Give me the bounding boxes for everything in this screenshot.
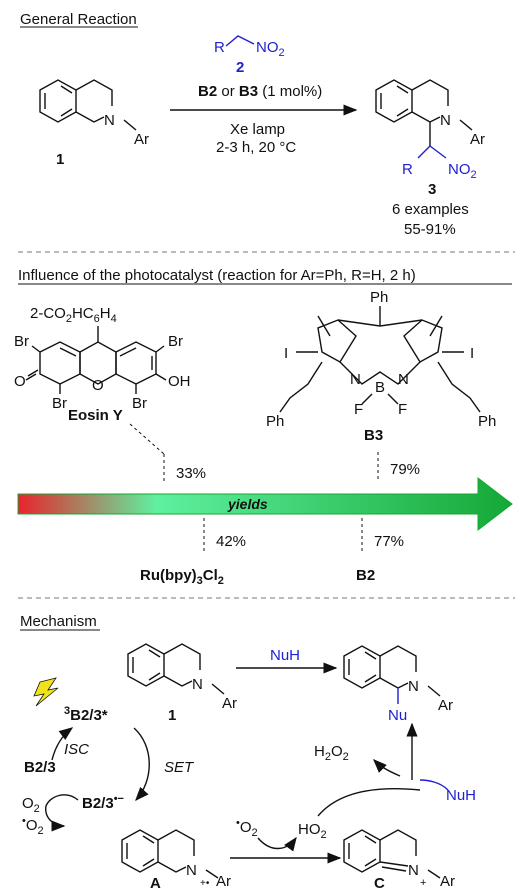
substrate-number: 1 <box>56 151 64 168</box>
h2o2-release-arrow <box>373 759 401 777</box>
iminium-c-plus: + <box>420 877 426 888</box>
b3-name: B3 <box>364 427 383 444</box>
yields-arrow-label: yields <box>227 496 268 512</box>
examples-count: 6 examples <box>392 201 469 218</box>
light-bolt-icon <box>33 677 59 707</box>
photocatalyst-influence-section: Influence of the photocatalyst (reaction… <box>14 267 513 587</box>
mech-product-n: N <box>408 678 419 695</box>
product-number: 3 <box>428 181 436 198</box>
eosin-ring-o: O <box>92 377 104 394</box>
product-r: R <box>402 161 413 178</box>
reagent-nitro: NO2 <box>256 39 285 59</box>
mech-product-nu: Nu <box>388 707 407 724</box>
b3-iodine-2: I <box>470 345 474 362</box>
iminium-c-ar: Ar <box>440 873 455 888</box>
intermediate-a-label: A <box>150 875 161 888</box>
isc-arrow <box>51 727 74 761</box>
nuh-reagent-side: NuH <box>446 787 476 804</box>
iminium-c-structure <box>343 829 441 879</box>
b2-yield: 77% <box>374 533 404 550</box>
b3-bodipy-structure <box>279 306 481 413</box>
eosin-leader <box>129 423 165 455</box>
nuh-side-curve <box>419 779 449 791</box>
nuh-reagent-top: NuH <box>270 647 300 664</box>
mech-product-ar: Ar <box>438 697 453 714</box>
ru-name: Ru(bpy)3Cl2 <box>140 567 224 587</box>
b3-nitrogen-1: N <box>350 371 361 388</box>
reagent-r: R <box>214 39 225 56</box>
b3-styryl-phenyl-2: Ph <box>478 413 496 430</box>
eosin-br-3: Br <box>52 395 67 412</box>
hydrogen-peroxide: H2O2 <box>314 743 349 763</box>
eosin-name: Eosin Y <box>68 407 123 424</box>
lamp-condition: Xe lamp <box>230 121 285 138</box>
isc-label: ISC <box>64 741 89 758</box>
mech-substrate-ar: Ar <box>222 695 237 712</box>
general-reaction-heading: General Reaction <box>20 11 137 28</box>
oxygen-reduction-arrow <box>45 794 79 832</box>
catalyst-line: B2 or B3 (1 mol%) <box>198 83 322 100</box>
eosin-yield: 33% <box>176 465 206 482</box>
intermediate-a-radical-cation: +• <box>200 878 210 888</box>
oxygen-molecule: O2 <box>22 795 40 815</box>
excited-catalyst: 3B2/3* <box>64 705 108 724</box>
time-temp-condition: 2-3 h, 20 °C <box>216 139 296 156</box>
general-reaction-section: General Reaction N Ar 1 R NO2 2 B2 or B3… <box>20 11 485 238</box>
hydroperoxyl: HO2 <box>298 821 327 841</box>
product-n-atom: N <box>440 112 451 129</box>
mech-substrate-n: N <box>192 676 203 693</box>
b3-iodine-1: I <box>284 345 288 362</box>
ground-catalyst: B2/3 <box>24 759 56 776</box>
eosin-br-4: Br <box>132 395 147 412</box>
b3-fluorine-2: F <box>398 401 407 418</box>
mechanism-product <box>343 645 441 704</box>
substrate-ar-group: Ar <box>134 131 149 148</box>
iminium-c-n: N <box>408 862 419 879</box>
product-ar-group: Ar <box>470 131 485 148</box>
eosin-br-1: Br <box>14 333 29 350</box>
b3-boron: B <box>375 379 385 396</box>
eosin-y-structure <box>25 326 167 394</box>
b3-nitrogen-2: N <box>398 371 409 388</box>
set-label: SET <box>164 759 195 776</box>
b3-yield: 79% <box>390 461 420 478</box>
substrate-n-atom: N <box>104 112 115 129</box>
yield-range: 55-91% <box>404 221 456 238</box>
superoxide-left: •O2 <box>22 815 44 837</box>
set-arrow <box>133 727 150 802</box>
b3-styryl-phenyl-1: Ph <box>266 413 284 430</box>
reagent-number: 2 <box>236 59 244 76</box>
b3-fluorine-1: F <box>354 401 363 418</box>
product-nitro: NO2 <box>448 161 477 181</box>
eosin-br-2: Br <box>168 333 183 350</box>
b2-name: B2 <box>356 567 375 584</box>
yields-arrow <box>17 476 513 532</box>
influence-heading: Influence of the photocatalyst (reaction… <box>18 267 416 284</box>
intermediate-c-label: C <box>374 875 385 888</box>
product-structure <box>375 79 473 159</box>
eosin-oh: OH <box>168 373 191 390</box>
mechanism-substrate <box>127 643 225 695</box>
intermediate-a-structure <box>121 829 219 879</box>
substrate-tetrahydroisoquinoline <box>39 79 137 131</box>
hydroperoxide-curve <box>317 787 421 817</box>
superoxide-arc <box>257 836 297 852</box>
b3-meso-phenyl: Ph <box>370 289 388 306</box>
ru-yield: 42% <box>216 533 246 550</box>
mechanism-section: Mechanism N Ar 1 NuH N <box>20 613 476 888</box>
eosin-substituent: 2-CO2HC6H4 <box>30 305 117 325</box>
superoxide-mid: •O2 <box>236 817 258 839</box>
eosin-carbonyl-o: O <box>14 373 26 390</box>
mechanism-heading: Mechanism <box>20 613 97 630</box>
radical-anion-catalyst: B2/3•− <box>82 793 124 812</box>
mech-substrate-number: 1 <box>168 707 176 724</box>
intermediate-a-n: N <box>186 862 197 879</box>
intermediate-a-ar: Ar <box>216 873 231 888</box>
